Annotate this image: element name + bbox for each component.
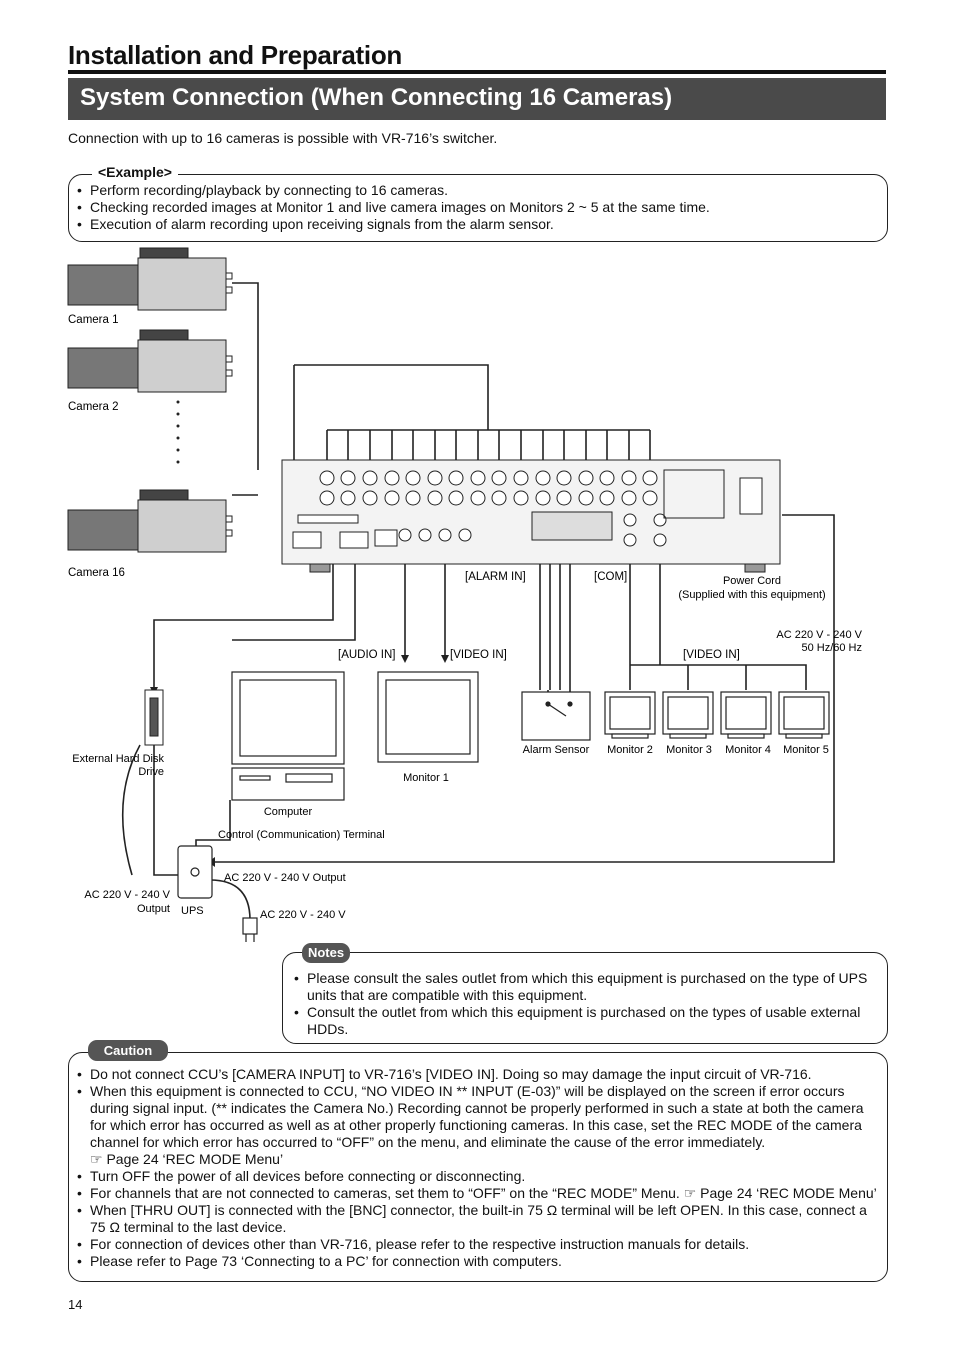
page-number: 14 bbox=[68, 1297, 83, 1312]
ac-spec-line-1: AC 220 V - 240 V bbox=[776, 629, 862, 641]
camera-icon bbox=[67, 247, 233, 311]
computer-label: Computer bbox=[264, 806, 313, 818]
subsection-title: System Connection (When Connecting 16 Ca… bbox=[80, 84, 673, 111]
alarm-sensor-icon bbox=[521, 691, 591, 741]
example-item: Checking recorded images at Monitor 1 an… bbox=[68, 199, 878, 216]
subsection-bar bbox=[68, 78, 886, 120]
caution-item: When this equipment is connected to CCU,… bbox=[68, 1083, 880, 1151]
example-list: Perform recording/playback by connecting… bbox=[68, 182, 878, 233]
external-hdd-icon bbox=[144, 689, 164, 746]
caution-tag: Caution bbox=[88, 1040, 168, 1061]
ups-left-label: AC 220 V - 240 V bbox=[84, 889, 170, 901]
caution-item: Please refer to Page 73 ‘Connecting to a… bbox=[68, 1253, 880, 1270]
power-cord-note: (Supplied with this equipment) bbox=[678, 589, 825, 601]
caution-item: For connection of devices other than VR-… bbox=[68, 1236, 880, 1253]
example-label: <Example> bbox=[92, 164, 178, 180]
monitor-4-label: Monitor 4 bbox=[725, 744, 771, 756]
power-cord-label: Power Cord bbox=[723, 575, 781, 587]
camera-1-label: Camera 1 bbox=[68, 314, 119, 326]
monitor-3-icon bbox=[662, 691, 714, 739]
caution-box bbox=[68, 1052, 888, 1282]
alarm-sensor-label: Alarm Sensor bbox=[523, 744, 590, 756]
example-item: Execution of alarm recording upon receiv… bbox=[68, 216, 878, 233]
external-hdd-label-2: Drive bbox=[138, 766, 164, 778]
notes-box bbox=[282, 952, 888, 1044]
ups-input-label: AC 220 V - 240 V bbox=[260, 909, 346, 921]
title-rule bbox=[68, 70, 886, 74]
caution-item: For channels that are not connected to c… bbox=[68, 1185, 880, 1202]
caution-list: Do not connect CCU’s [CAMERA INPUT] to V… bbox=[68, 1066, 880, 1270]
monitor-3-label: Monitor 3 bbox=[666, 744, 712, 756]
notes-list: Please consult the sales outlet from whi… bbox=[285, 970, 881, 1038]
section-title: Installation and Preparation bbox=[68, 40, 402, 70]
monitor-2-label: Monitor 2 bbox=[607, 744, 653, 756]
camera-16-label: Camera 16 bbox=[68, 567, 125, 579]
control-terminal-label: Control (Communication) Terminal bbox=[218, 829, 385, 841]
monitor-2-icon bbox=[604, 691, 656, 739]
alarm-in-label: [ALARM IN] bbox=[465, 571, 526, 583]
notes-item: Consult the outlet from which this equip… bbox=[285, 1004, 881, 1038]
ups-output-label: AC 220 V - 240 V Output bbox=[224, 872, 346, 884]
monitor-5-label: Monitor 5 bbox=[783, 744, 829, 756]
monitor-1-icon bbox=[377, 671, 479, 763]
ups-label: UPS bbox=[181, 905, 204, 917]
monitor-4-icon bbox=[720, 691, 772, 739]
power-plug-icon bbox=[242, 917, 258, 942]
computer-icon bbox=[231, 671, 345, 801]
caution-item: Do not connect CCU’s [CAMERA INPUT] to V… bbox=[68, 1066, 880, 1083]
ac-spec-line-2: 50 Hz/60 Hz bbox=[801, 642, 862, 654]
audio-in-label: [AUDIO IN] bbox=[338, 649, 396, 661]
caution-item-reference: ☞ Page 24 ‘REC MODE Menu’ bbox=[90, 1151, 284, 1167]
video-in-label: [VIDEO IN] bbox=[450, 649, 507, 661]
notes-item: Please consult the sales outlet from whi… bbox=[285, 970, 881, 1004]
com-label: [COM] bbox=[594, 571, 627, 583]
external-hdd-label: External Hard Disk bbox=[72, 753, 164, 765]
monitor-1-label: Monitor 1 bbox=[403, 772, 449, 784]
recorder-rear-panel bbox=[281, 459, 781, 573]
camera-2-label: Camera 2 bbox=[68, 401, 119, 413]
caution-item: When [THRU OUT] is connected with the [B… bbox=[68, 1202, 880, 1236]
ups-icon bbox=[177, 845, 213, 899]
caution-item: Turn OFF the power of all devices before… bbox=[68, 1168, 880, 1185]
video-in-label: [VIDEO IN] bbox=[683, 649, 740, 661]
example-item: Perform recording/playback by connecting… bbox=[68, 182, 878, 199]
ups-left-label-2: Output bbox=[137, 903, 170, 915]
monitor-5-icon bbox=[778, 691, 830, 739]
notes-tag: Notes bbox=[302, 943, 350, 963]
intro-text: Connection with up to 16 cameras is poss… bbox=[68, 130, 498, 146]
camera-icon bbox=[67, 329, 233, 393]
camera-icon bbox=[67, 489, 233, 553]
